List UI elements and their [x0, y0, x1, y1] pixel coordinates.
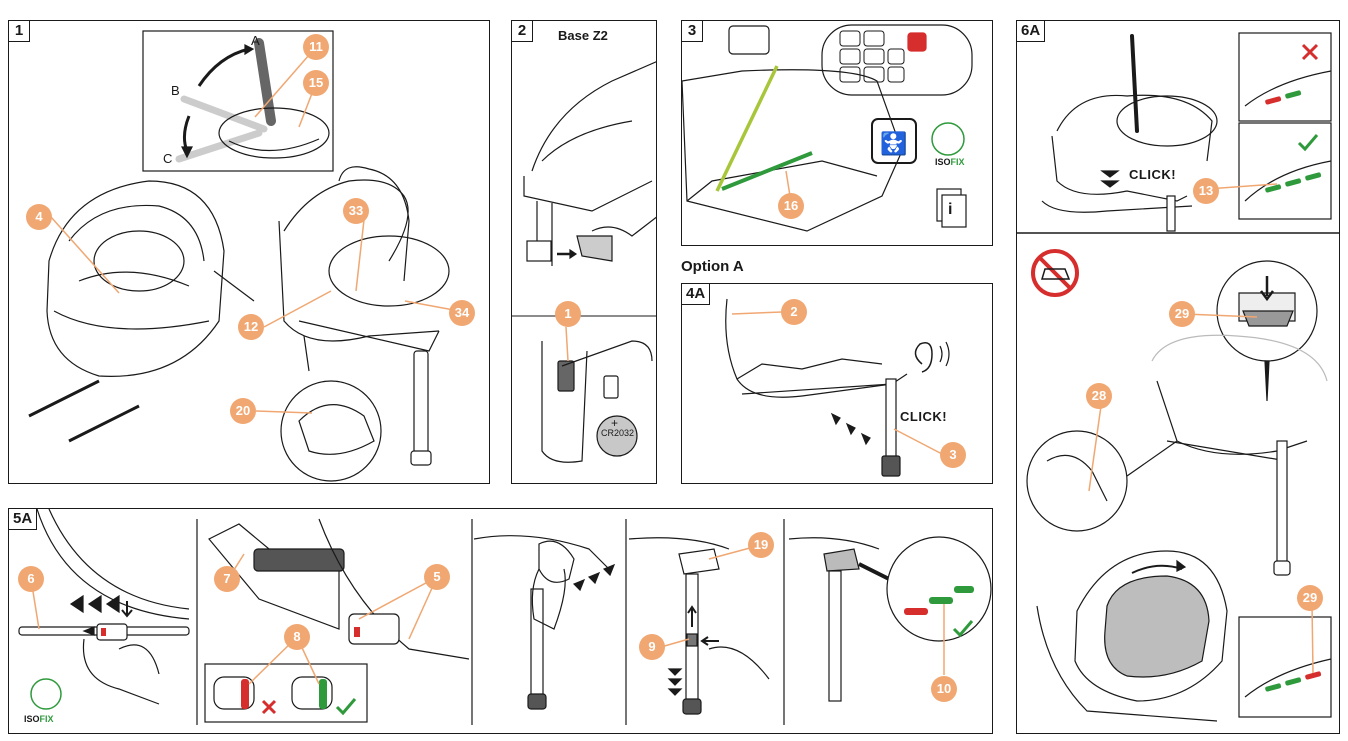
callout-15: 15	[303, 70, 329, 96]
position-label-b: B	[171, 83, 180, 98]
panel-title: Base Z2	[558, 28, 608, 43]
panel-3-illustration: 🚼	[682, 24, 973, 232]
panel-number: 4A	[682, 284, 711, 305]
callout-10: 10	[931, 676, 957, 702]
panel-number: 2	[512, 21, 533, 42]
option-title: Option A	[681, 258, 744, 275]
panel-3: 3 🚼 i ISOFIX 16	[681, 20, 993, 246]
panel-number: 1	[9, 21, 30, 42]
panel-number: 5A	[9, 509, 38, 530]
callout-19: 19	[748, 532, 774, 558]
callout-20: 20	[230, 398, 256, 424]
callout-1: 1	[555, 301, 581, 327]
info-icon: i	[948, 201, 953, 218]
callout-12: 12	[238, 314, 264, 340]
click-label: CLICK!	[900, 409, 948, 424]
callout-4: 4	[26, 204, 52, 230]
panel-4a: 4A CLICK! 2 3	[681, 283, 993, 484]
callout-29: 29	[1297, 585, 1323, 611]
callout-2: 2	[781, 299, 807, 325]
panel-number: 6A	[1017, 21, 1046, 42]
battery-plus: +	[611, 416, 619, 430]
panel-4a-illustration	[725, 298, 950, 477]
panel-2: 2 Base Z2 + CR2032 1	[511, 20, 657, 484]
callout-30: 29	[1169, 301, 1195, 327]
panel-5a-illustration	[18, 509, 992, 725]
callout-11: 11	[303, 34, 329, 60]
isofix-text-a: ISO	[24, 714, 40, 724]
isofix-text-a: ISO	[935, 157, 951, 167]
callout-6: 6	[18, 566, 44, 592]
panel-2-illustration	[512, 61, 656, 463]
callout-8: 8	[284, 624, 310, 650]
callout-13: 13	[1193, 178, 1219, 204]
position-label-a: A	[251, 33, 260, 48]
isofix-text-b: FIX	[39, 714, 54, 724]
callout-9: 9	[639, 634, 665, 660]
panel-5a: 5A	[8, 508, 993, 734]
panel-6a: 6A	[1016, 20, 1340, 734]
battery-label: CR2032	[601, 428, 635, 438]
svg-text:🚼: 🚼	[880, 131, 907, 156]
panel-1-illustration	[28, 30, 471, 482]
isofix-logo-text: ISOFIX	[935, 157, 965, 167]
callout-3: 3	[940, 442, 966, 468]
callout-34: 34	[449, 300, 475, 326]
panel-1: 1	[8, 20, 490, 484]
callout-16: 16	[778, 193, 804, 219]
isofix-logo-text: ISOFIX	[24, 714, 54, 724]
callout-7: 7	[214, 566, 240, 592]
panel-number: 3	[682, 21, 703, 42]
isofix-text-b: FIX	[950, 157, 965, 167]
callout-5: 5	[424, 564, 450, 590]
callout-33: 33	[343, 198, 369, 224]
click-label: CLICK!	[1129, 167, 1177, 182]
callout-28: 28	[1086, 383, 1112, 409]
panel-6a-illustration	[1017, 32, 1339, 722]
position-label-c: C	[163, 151, 173, 166]
